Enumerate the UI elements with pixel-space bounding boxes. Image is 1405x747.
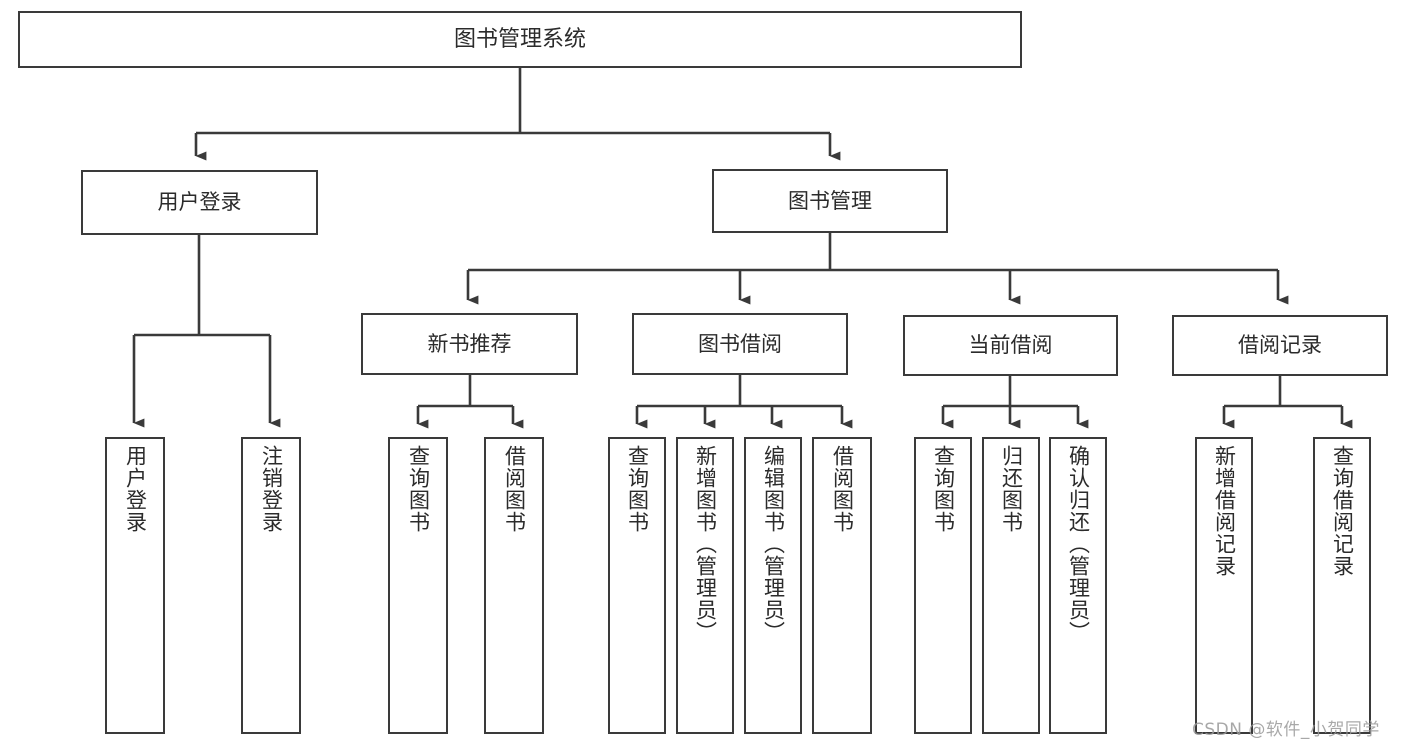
leaf-recommend-borrow-book[interactable]: 借阅图书 [484, 437, 544, 734]
node-book-borrow[interactable]: 图书借阅 [632, 313, 848, 375]
node-label: 借阅记录 [1238, 333, 1322, 358]
node-label: 用户登录 [123, 445, 148, 533]
node-label: 归还图书 [999, 445, 1024, 533]
node-label: 图书借阅 [698, 331, 782, 356]
leaf-record-add-borrow-record[interactable]: 新增借阅记录 [1195, 437, 1253, 734]
node-label: 借阅图书 [502, 445, 527, 533]
leaf-current-confirm-return-admin[interactable]: 确认归还（管理员） [1049, 437, 1107, 734]
node-label: 新增借阅记录 [1212, 445, 1237, 577]
node-borrow-record[interactable]: 借阅记录 [1172, 315, 1388, 376]
leaf-record-query-borrow-record[interactable]: 查询借阅记录 [1313, 437, 1371, 734]
leaf-borrow-borrow-book[interactable]: 借阅图书 [812, 437, 872, 734]
leaf-borrow-add-book-admin[interactable]: 新增图书（管理员） [676, 437, 734, 734]
node-label: 当前借阅 [968, 333, 1053, 358]
node-label: 确认归还（管理员） [1066, 445, 1091, 643]
node-label: 编辑图书（管理员） [761, 445, 786, 643]
node-root-system[interactable]: 图书管理系统 [18, 11, 1022, 68]
node-label: 借阅图书 [830, 445, 855, 533]
leaf-user-logout[interactable]: 注销登录 [241, 437, 301, 734]
node-user-login[interactable]: 用户登录 [81, 170, 318, 235]
node-label: 用户登录 [157, 190, 242, 215]
leaf-user-login[interactable]: 用户登录 [105, 437, 165, 734]
leaf-current-query-book[interactable]: 查询图书 [914, 437, 972, 734]
csdn-watermark: CSDN @软件_小贺同学 [1192, 720, 1380, 740]
node-new-book-recommend[interactable]: 新书推荐 [361, 313, 578, 375]
node-book-management[interactable]: 图书管理 [712, 169, 948, 233]
node-label: 查询借阅记录 [1330, 445, 1355, 577]
leaf-current-return-book[interactable]: 归还图书 [982, 437, 1040, 734]
leaf-borrow-edit-book-admin[interactable]: 编辑图书（管理员） [744, 437, 802, 734]
node-label: 图书管理系统 [453, 26, 586, 52]
node-label: 查询图书 [406, 445, 431, 533]
node-label: 新增图书（管理员） [693, 445, 718, 643]
node-label: 图书管理 [788, 188, 872, 213]
node-label: 查询图书 [625, 445, 650, 533]
leaf-recommend-query-book[interactable]: 查询图书 [388, 437, 448, 734]
node-label: 注销登录 [259, 445, 284, 533]
leaf-borrow-query-book[interactable]: 查询图书 [608, 437, 666, 734]
node-current-borrow[interactable]: 当前借阅 [903, 315, 1118, 376]
node-label: 查询图书 [931, 445, 956, 533]
node-label: 新书推荐 [427, 331, 512, 356]
